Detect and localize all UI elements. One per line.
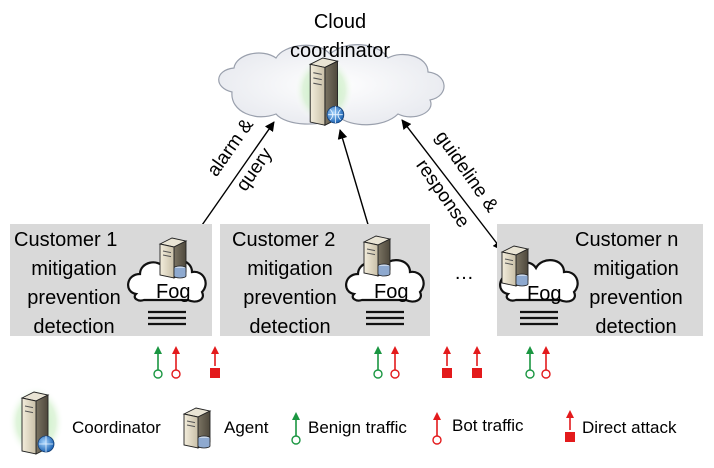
customer-n-title: Customer n [575,229,679,251]
customer-2-prevention: prevention [243,287,337,309]
edge-cloud-customern [401,119,503,251]
customer-1-title: Customer 1 [14,229,118,251]
direct-attack-arrow-mid-1 [441,345,453,379]
legend-bot-label: Bot traffic [452,416,524,435]
legend-direct-icon [564,409,576,443]
legend-coordinator-label: Coordinator [72,418,161,437]
customer-n-prevention: prevention [589,287,683,309]
edge-cloud-customer2 [337,129,375,239]
customer-2-title: Customer 2 [232,229,336,251]
edge-cloud-customer1 [192,121,275,239]
legend-benign-label: Benign traffic [308,418,407,437]
benign-traffic-arrow-cn [525,345,535,379]
legend-agent-icon [183,407,211,449]
coordinator-server-icon [294,56,354,126]
agent-server-icon-n [501,245,529,287]
cloud-label-line2: coordinator [289,40,391,62]
customer-1-detection: detection [33,316,115,338]
cloud-label-line1: Cloud [313,11,367,33]
legend-agent-label: Agent [224,418,269,437]
customer-1-prevention: prevention [27,287,121,309]
legend-coordinator-icon [8,386,64,458]
customer-2-detection: detection [249,316,331,338]
agent-server-icon-2 [363,235,391,277]
bot-traffic-arrow-cn [541,345,551,379]
legend-bot-icon [432,411,442,445]
customer-2-mitigation: mitigation [247,258,333,280]
bot-traffic-arrow-c2 [390,345,400,379]
agent-server-icon-1 [159,237,187,279]
benign-traffic-arrow-c1 [153,345,163,379]
direct-attack-arrow-mid-2 [471,345,483,379]
fog-label-1: Fog [156,281,191,303]
benign-traffic-arrow-c2 [373,345,383,379]
direct-attack-arrow-c1 [209,345,221,379]
bot-traffic-arrow-c1 [171,345,181,379]
customer-1-mitigation: mitigation [31,258,117,280]
legend-benign-icon [291,411,301,445]
fog-label-2: Fog [374,281,409,303]
legend-direct-label: Direct attack [582,418,677,437]
customer-n-mitigation: mitigation [593,258,679,280]
fog-label-n: Fog [527,283,562,305]
customer-n-detection: detection [595,316,677,338]
more-customers-ellipsis: … [454,262,474,284]
